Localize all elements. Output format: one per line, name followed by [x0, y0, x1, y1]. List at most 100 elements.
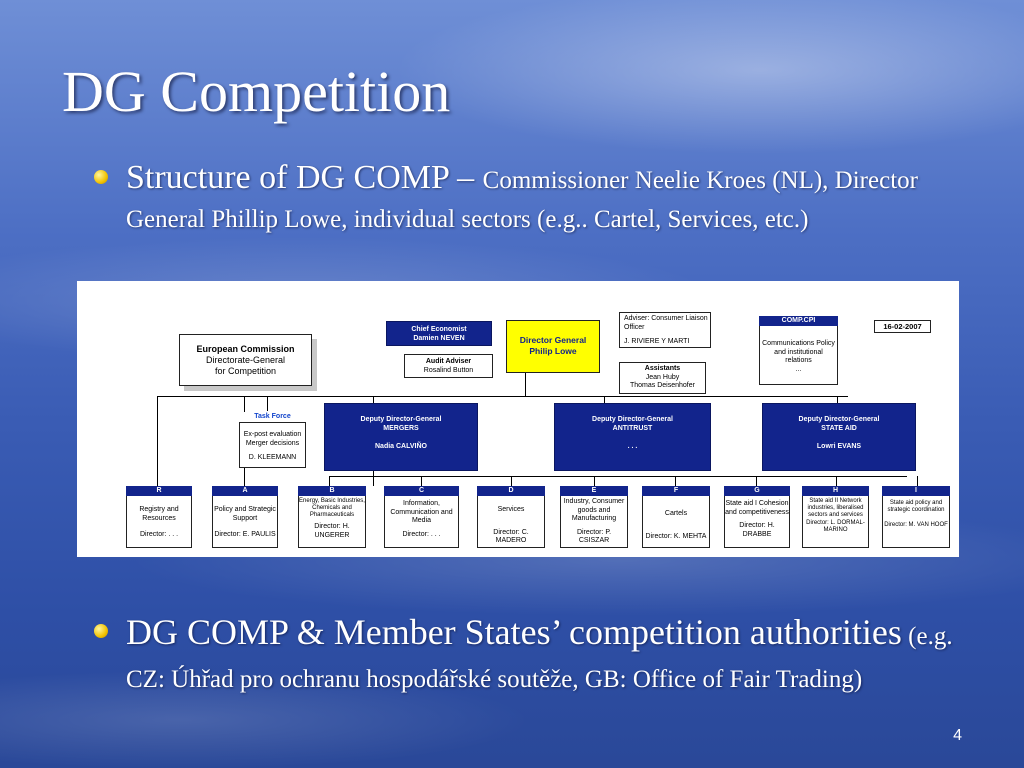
- bullet-detail-text: (e.g. CZ: Úhřad pro ochranu hospodářské …: [126, 623, 953, 693]
- directorate-desc: Industry, Consumer goods and Manufacturi…: [563, 498, 625, 522]
- directorate-letter: B: [298, 486, 366, 496]
- directorate-director: Director: E. PAULIS: [214, 531, 276, 538]
- ddg-title: Deputy Director-General: [798, 416, 880, 423]
- ddg-area: MERGERS: [383, 424, 419, 432]
- connector-line: [329, 476, 330, 486]
- directorate-letter: G: [724, 486, 790, 496]
- ddg-title: Deputy Director-General: [592, 416, 673, 423]
- directorate-box-f: F Cartels Director: K. MEHTA: [642, 486, 710, 548]
- task-force-line2: Merger decisions: [245, 439, 300, 447]
- directorate-box-g: G State aid I Cohesion and competitivene…: [724, 486, 790, 548]
- task-force-name: D. KLEEMANN: [248, 454, 297, 461]
- connector-line: [267, 396, 268, 411]
- connector-line: [525, 376, 526, 396]
- directorate-box-a: A Policy and Strategic Support Director:…: [212, 486, 278, 548]
- directorate-letter: R: [126, 486, 192, 496]
- ddg-name: Lowri EVANS: [816, 443, 862, 450]
- ddg-mergers-box: Deputy Director-General MERGERS Nadia CA…: [324, 403, 478, 471]
- connector-line: [157, 396, 848, 397]
- connector-line: [157, 396, 158, 486]
- ddg-area: ANTITRUST: [612, 424, 653, 432]
- connector-line: [329, 476, 907, 477]
- bullet-main-text: Structure of DG COMP –: [126, 159, 483, 196]
- connector-line: [594, 476, 595, 486]
- ddg-state-aid-box: Deputy Director-General STATE AID Lowri …: [762, 403, 916, 471]
- european-commission-box: European Commission Directorate-General …: [179, 334, 312, 386]
- audit-adviser-name: Rosalind Button: [423, 366, 474, 374]
- directorate-letter: A: [212, 486, 278, 496]
- connector-line: [511, 476, 512, 486]
- directorate-letter: I: [882, 486, 950, 496]
- bullet-dot-icon: [94, 170, 108, 184]
- directorate-director: Director: K. MEHTA: [645, 532, 707, 540]
- directorate-desc: Cartels: [664, 510, 688, 517]
- audit-adviser-box: Audit Adviser Rosalind Button: [404, 354, 493, 378]
- ddg-antitrust-box: Deputy Director-General ANTITRUST . . .: [554, 403, 711, 471]
- ec-line3: for Competition: [214, 366, 277, 376]
- directorate-desc: Services: [497, 506, 525, 513]
- directorate-letter: F: [642, 486, 710, 496]
- directorate-desc: State aid policy and strategic coordinat…: [887, 500, 945, 513]
- comp-cpi-dots: ...: [795, 365, 802, 373]
- bullet-detail-text: Commissioner Neelie Kroes (NL), Director…: [126, 167, 918, 233]
- directorate-letter: C: [384, 486, 459, 496]
- connector-line: [373, 471, 374, 486]
- connector-line: [373, 396, 374, 404]
- page-number: 4: [953, 727, 962, 744]
- chief-economist-title: Chief Economist: [411, 326, 467, 333]
- ddg-name: Nadia CALVIÑO: [375, 443, 427, 450]
- directorate-director: Director: L. DORMAL-MARINO: [806, 520, 865, 533]
- directorate-box-c: C Information, Communication and Media D…: [384, 486, 459, 548]
- date-label: 16-02-2007: [874, 320, 931, 333]
- org-chart: European Commission Directorate-General …: [77, 281, 959, 557]
- comp-cpi-box: COMP.CPI Communications Policy and insti…: [759, 316, 838, 385]
- bullet-text: Structure of DG COMP – Commissioner Neel…: [126, 160, 994, 241]
- directorate-letter: H: [802, 486, 869, 496]
- ddg-area: STATE AID: [821, 424, 857, 432]
- task-force-title: Task Force: [239, 412, 306, 423]
- assistants-title: Assistants: [644, 365, 681, 372]
- directorate-director: Director: H. UNGERER: [314, 523, 350, 539]
- directorate-desc: State aid II Network industries, liberal…: [807, 498, 864, 518]
- directorate-box-h: H State aid II Network industries, liber…: [802, 486, 869, 548]
- directorate-letter: E: [560, 486, 628, 496]
- director-general-title: Director General: [519, 335, 587, 345]
- directorate-box-d: D Services Director: C. MADERO: [477, 486, 545, 548]
- bullet-main-text: DG COMP & Member States’ competition aut…: [126, 612, 902, 652]
- directorate-director: Director: M. VAN HOOF: [884, 522, 948, 528]
- directorate-letter: D: [477, 486, 545, 496]
- directorate-box-i: I State aid policy and strategic coordin…: [882, 486, 950, 548]
- bullet-dot-icon: [94, 624, 108, 638]
- task-force-line1: Ex-post evaluation: [243, 431, 302, 438]
- comp-cpi-title: COMP.CPI: [759, 316, 838, 326]
- slide-title: DG Competition: [62, 59, 451, 124]
- ec-line1: European Commission: [196, 344, 295, 354]
- consumer-liaison-line2: Officer: [624, 323, 645, 331]
- audit-adviser-title: Audit Adviser: [425, 358, 472, 365]
- comp-cpi-line1: Communications Policy: [762, 340, 835, 347]
- assistants-name1: Jean Huby: [645, 373, 680, 381]
- directorate-director: Director: C. MADERO: [493, 528, 529, 545]
- director-general-box: Director General Philip Lowe: [506, 320, 600, 373]
- ddg-title: Deputy Director-General: [360, 416, 442, 423]
- ddg-name: . . .: [627, 443, 638, 450]
- directorate-desc: Energy, Basic Industries, Chemicals and …: [299, 498, 365, 518]
- directorate-desc: Information, Communication and Media: [390, 500, 453, 524]
- directorate-box-e: E Industry, Consumer goods and Manufactu…: [560, 486, 628, 548]
- connector-line: [421, 476, 422, 486]
- directorate-desc: State aid I Cohesion and competitiveness: [725, 500, 789, 516]
- connector-line: [837, 396, 838, 404]
- directorate-director: Director: . . .: [402, 530, 441, 538]
- consumer-liaison-adviser-box: Adviser: Consumer Liaison Officer J. RIV…: [619, 312, 711, 348]
- connector-line: [604, 396, 605, 404]
- bullet-structure: Structure of DG COMP – Commissioner Neel…: [94, 160, 994, 241]
- director-general-name: Philip Lowe: [529, 346, 577, 356]
- directorate-director: Director: . . .: [139, 531, 179, 538]
- directorate-box-r: R Registry and Resources Director: . . .: [126, 486, 192, 548]
- comp-cpi-line2: and institutional relations: [774, 348, 823, 365]
- chief-economist-box: Chief Economist Damien NEVEN: [386, 321, 492, 346]
- bullet-member-states: DG COMP & Member States’ competition aut…: [94, 612, 994, 703]
- consumer-liaison-line1: Adviser: Consumer Liaison: [624, 315, 708, 322]
- chief-economist-name: Damien NEVEN: [413, 334, 465, 342]
- connector-line: [917, 476, 918, 486]
